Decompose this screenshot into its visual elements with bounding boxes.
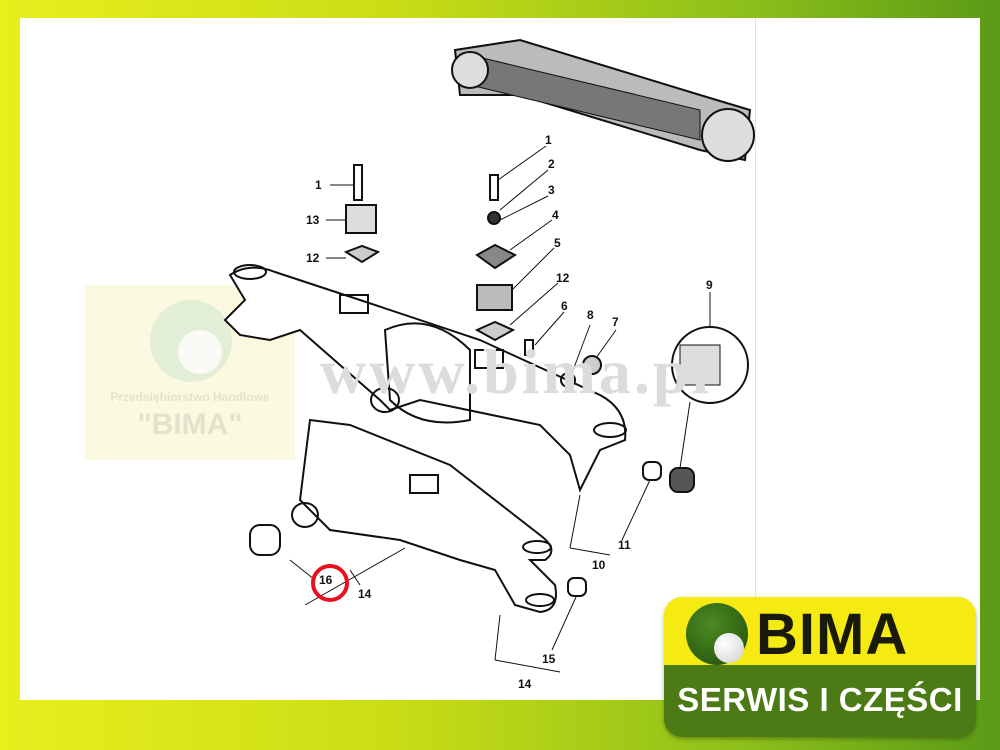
callout-9: 9 [706,278,713,292]
watermark-company-name: "BIMA" [137,408,243,441]
callout-11: 11 [618,538,631,552]
watermark-url: www.bima.pl [320,336,713,407]
callout-1: 1 [315,178,322,192]
watermark-company-line: Przedsiębiorstwo Handlowe [110,390,270,404]
callout-7: 7 [612,315,619,329]
callout-13: 13 [306,213,320,227]
callout-8: 8 [587,308,594,322]
watermark-ball-icon [178,330,222,374]
lower-axle-beam [291,418,557,614]
highlight-ring [311,564,349,602]
bima-logo: BIMA SERWIS I CZĘŚCI [664,597,976,737]
callout-12: 12 [556,271,570,285]
upper-axle-beam [223,264,627,493]
callout-3: 3 [548,183,555,197]
assembled-axle-illustration [451,38,755,162]
callout-15: 15 [542,652,556,666]
divider [755,18,756,700]
logo-tagline: SERWIS I CZĘŚCI [664,665,976,737]
leader-lines [289,145,711,673]
bushings [249,461,695,597]
logo-ball-icon [714,633,744,663]
callout-4: 4 [552,208,559,222]
callout-16-highlighted: 16 [319,573,333,587]
callout-5: 5 [554,236,561,250]
callout-14: 14 [518,677,532,691]
callout-1: 1 [545,133,552,147]
logo-brand: BIMA [756,602,909,667]
callout-6: 6 [561,299,568,313]
mount-parts [343,164,749,404]
callout-2: 2 [548,157,555,171]
callout-10: 10 [592,558,606,572]
callout-14: 14 [358,587,372,601]
callout-12: 12 [306,251,320,265]
